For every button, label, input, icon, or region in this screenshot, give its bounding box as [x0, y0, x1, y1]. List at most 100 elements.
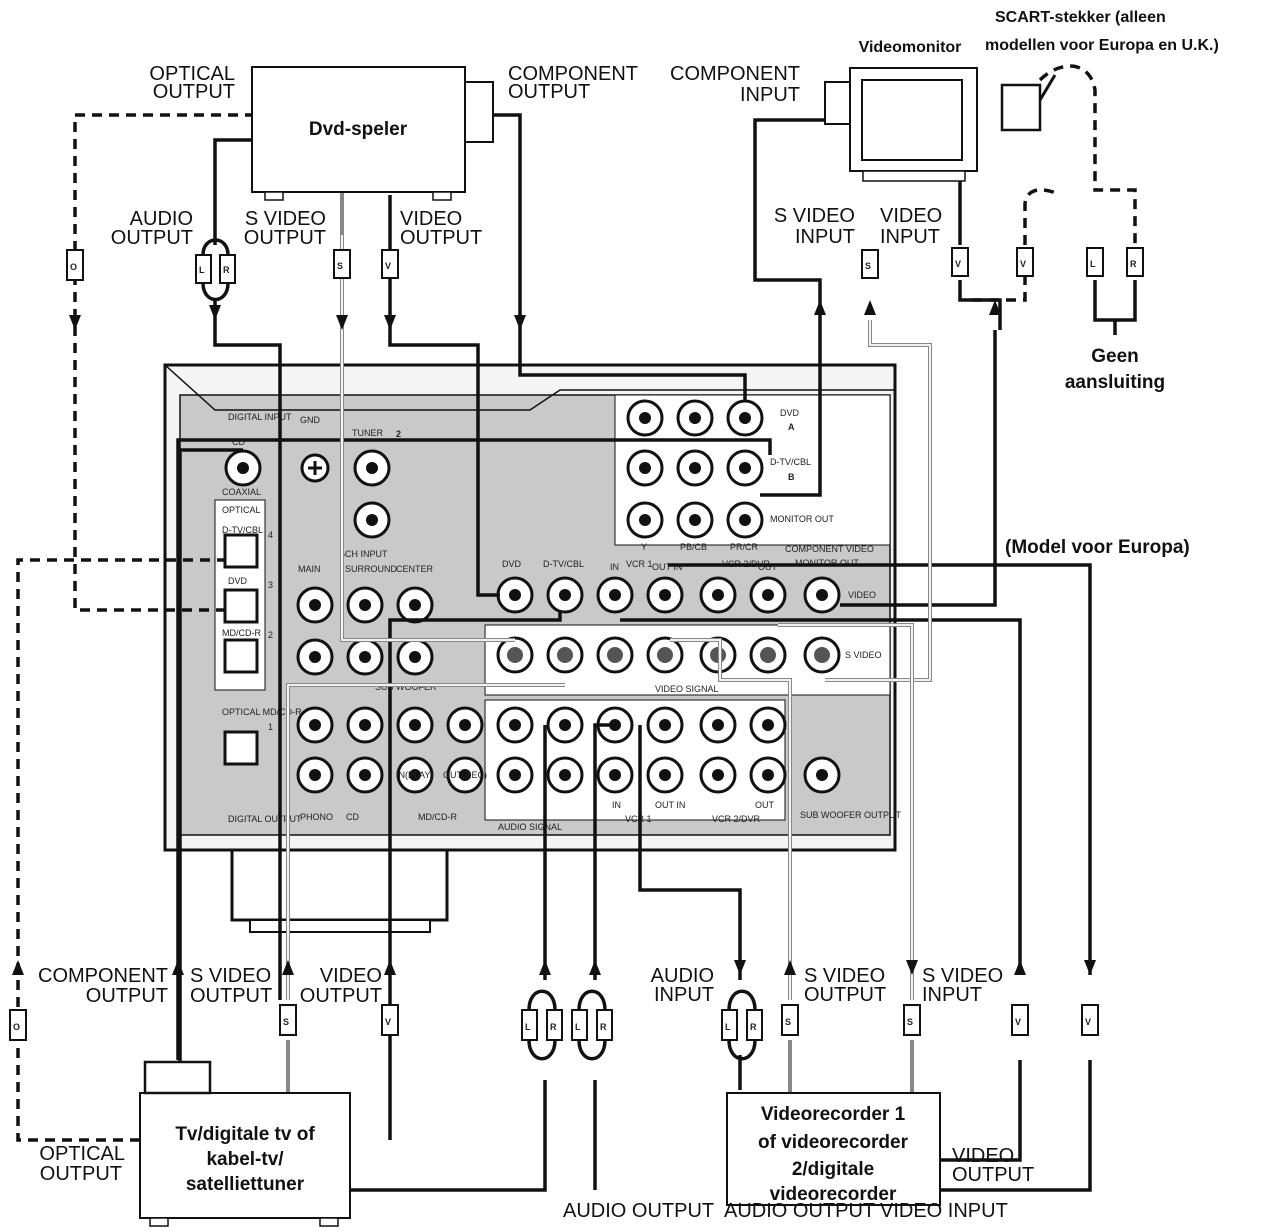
panel-mdcdr: MD/CD-R	[222, 628, 261, 638]
svg-text:S: S	[337, 261, 343, 271]
tuner-optical-output-2: OUTPUT	[40, 1163, 122, 1185]
bottom-audio-output-b: AUDIO OUTPUT	[724, 1200, 875, 1222]
recorder-label-2: of videorecorder	[758, 1132, 909, 1153]
monitor-s-video-input-2: INPUT	[795, 226, 855, 248]
panel-pb: PB/CB	[680, 542, 707, 552]
dvd-component-output-2: OUTPUT	[508, 81, 590, 103]
tuner-component-output-1: COMPONENT	[38, 965, 168, 987]
plug-s-monitor: S	[861, 249, 879, 279]
panel-dtvcbl: D-TV/CBL	[222, 525, 263, 535]
tuner-label-3: satelliettuner	[186, 1174, 305, 1195]
panel-phono: PHONO	[300, 812, 333, 822]
svg-text:L: L	[525, 1022, 531, 1032]
tuner-component-output-2: OUTPUT	[86, 985, 168, 1007]
svg-text:L: L	[575, 1022, 581, 1032]
monitor-video-input-2: INPUT	[880, 226, 940, 248]
svg-text:L: L	[199, 265, 205, 275]
rec-video-output-1: VIDEO	[952, 1145, 1014, 1167]
svg-text:L: L	[725, 1022, 731, 1032]
plug-s-rec-in: S	[903, 1004, 921, 1036]
panel-center: CENTER	[396, 564, 434, 574]
dvd-s-video-output-2: OUTPUT	[244, 227, 326, 249]
panel-out-rec: OUT(REC)	[443, 770, 487, 780]
panel-svideo: S VIDEO	[845, 650, 882, 660]
monitor-s-video-input-1: S VIDEO	[774, 205, 855, 227]
dvd-s-video-output-1: S VIDEO	[245, 208, 326, 230]
dvd-optical-output-2: OUTPUT	[153, 81, 235, 103]
panel-surround: SURROUND	[345, 564, 398, 574]
tuner-label-2: kabel-tv/	[206, 1149, 284, 1170]
rec-s-video-input-1: S VIDEO	[922, 965, 1003, 987]
panel-tuner: TUNER	[352, 428, 383, 438]
dvd-audio-output-1: AUDIO	[130, 208, 193, 230]
panel-vcr1: VCR 1	[626, 559, 653, 569]
panel-digital-output: DIGITAL OUTPUT	[228, 814, 302, 824]
panel-num-1: 1	[268, 722, 273, 732]
panel-out: OUT	[758, 562, 778, 572]
svg-text:R: R	[600, 1022, 607, 1032]
bottom-video-input: VIDEO INPUT	[880, 1200, 1008, 1222]
panel-dtvcbl-video: D-TV/CBL	[543, 559, 584, 569]
panel-num-4: 4	[268, 530, 273, 540]
video-monitor-label: Videomonitor	[859, 39, 962, 56]
panel-gnd: GND	[300, 415, 321, 425]
rec-s-video-output-1: S VIDEO	[804, 965, 885, 987]
panel-monitor-out: MONITOR OUT	[795, 558, 859, 568]
panel-b: B	[788, 472, 795, 482]
panel-y: Y	[641, 542, 647, 552]
panel-pr: PR/CR	[730, 542, 759, 552]
svg-text:R: R	[223, 265, 230, 275]
panel-digital-input: DIGITAL INPUT	[228, 412, 292, 422]
scart-plug: SCART-stekker (alleen modellen voor Euro…	[985, 9, 1219, 132]
svg-text:S: S	[283, 1017, 289, 1027]
scart-note-1: SCART-stekker (alleen	[995, 9, 1166, 26]
plug-optical-tuner: O	[9, 1009, 27, 1041]
no-connection-2: aansluiting	[1065, 372, 1165, 393]
svg-text:S: S	[785, 1017, 791, 1027]
rec-audio-input-1: AUDIO	[651, 965, 714, 987]
panel-optical-md: OPTICAL MD/CD-R	[222, 707, 302, 717]
svg-text:R: R	[750, 1022, 757, 1032]
recorder-label-4: videorecorder	[770, 1184, 897, 1205]
tuner-video-output-1: VIDEO	[320, 965, 382, 987]
panel-in-play: IN(PLAY)	[396, 770, 433, 780]
tuner-optical-output-1: OPTICAL	[39, 1143, 125, 1165]
svg-text:V: V	[1015, 1017, 1021, 1027]
panel-out-audio: OUT	[755, 800, 775, 810]
plug-s-rec-out: S	[781, 1004, 799, 1036]
panel-audio-signal: AUDIO SIGNAL	[498, 822, 562, 832]
panel-vcr2-audio: VCR 2/DVR	[712, 814, 761, 824]
plug-v-monitor: V	[951, 247, 969, 277]
plug-s-dvd: S	[333, 249, 351, 279]
rec-s-video-output-2: OUTPUT	[804, 984, 886, 1006]
recorder-label-1: Videorecorder 1	[761, 1104, 906, 1125]
panel-sub-woofer-output: SUB WOOFER OUTPUT	[800, 810, 902, 820]
svg-text:V: V	[955, 259, 961, 269]
plug-r-rec-in: R	[746, 1009, 763, 1041]
plug-s-tuner: S	[279, 1004, 297, 1036]
svg-text:O: O	[13, 1022, 20, 1032]
panel-tuner-num: 2	[396, 429, 401, 439]
svg-text:V: V	[385, 1017, 391, 1027]
plug-l-tuner: L	[521, 1009, 538, 1041]
bottom-audio-output-a: AUDIO OUTPUT	[563, 1200, 714, 1222]
video-monitor: Videomonitor	[824, 39, 978, 182]
panel-dtv-b: D-TV/CBL	[770, 457, 811, 467]
dvd-player-label: Dvd-speler	[309, 119, 408, 140]
tuner-label-1: Tv/digitale tv of	[175, 1124, 315, 1145]
svg-text:V: V	[1020, 259, 1026, 269]
panel-dvd-video: DVD	[502, 559, 522, 569]
panel-6ch: 6CH INPUT	[340, 549, 388, 559]
panel-num-2: 2	[268, 630, 273, 640]
plug-r-scart: R	[1126, 247, 1144, 277]
plug-l-scart: L	[1086, 247, 1104, 277]
svg-text:R: R	[1130, 259, 1137, 269]
model-note: (Model voor Europa)	[1005, 537, 1190, 558]
svg-text:L: L	[1090, 259, 1096, 269]
plug-l-rec-in: L	[721, 1009, 738, 1041]
svg-text:S: S	[907, 1017, 913, 1027]
dvd-video-output-1: VIDEO	[400, 208, 462, 230]
dvd-video-output-2: OUTPUT	[400, 227, 482, 249]
arrows	[12, 300, 1096, 975]
monitor-video-input-1: VIDEO	[880, 205, 942, 227]
